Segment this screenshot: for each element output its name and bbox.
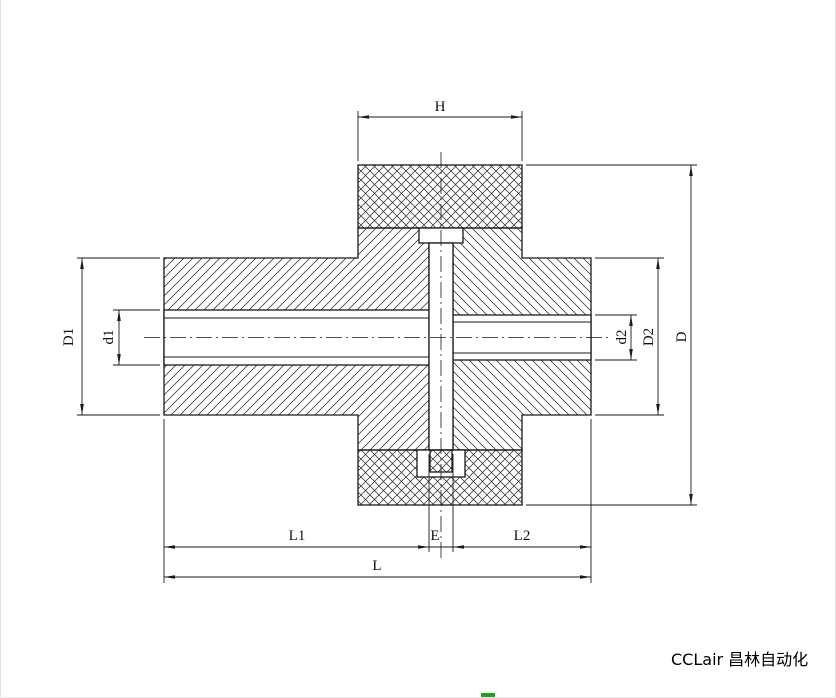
dim-L: L [164, 558, 591, 579]
dim-D: D [526, 164, 697, 506]
dim-L1: L1 [163, 419, 430, 583]
dim-label-H: H [435, 99, 446, 115]
top-pin-block [357, 164, 523, 229]
dim-label-D: D [674, 331, 690, 342]
dim-label-d1: d1 [101, 330, 117, 345]
dim-label-d2: d2 [614, 330, 630, 345]
dimensions: H D1 d1 d2 D2 [61, 99, 697, 583]
dim-label-E: E [430, 528, 439, 544]
dim-D2: D2 [595, 257, 664, 416]
dim-L2: L2 [453, 419, 592, 583]
centerlines [144, 152, 611, 560]
green-edge-artifact [481, 693, 495, 697]
dim-H: H [357, 99, 523, 161]
dim-label-D2: D2 [641, 328, 657, 346]
dim-label-L1: L1 [289, 528, 306, 544]
dim-d1: d1 [101, 309, 160, 366]
dim-D1: D1 [61, 257, 160, 416]
dim-label-D1: D1 [61, 328, 77, 346]
dim-E: E [429, 454, 454, 552]
dim-label-L: L [372, 558, 381, 574]
dim-d2: d2 [595, 314, 637, 361]
section-shapes [163, 164, 592, 506]
watermark-text: CCLair 昌林自动化 [671, 650, 808, 669]
dim-label-L2: L2 [514, 528, 531, 544]
